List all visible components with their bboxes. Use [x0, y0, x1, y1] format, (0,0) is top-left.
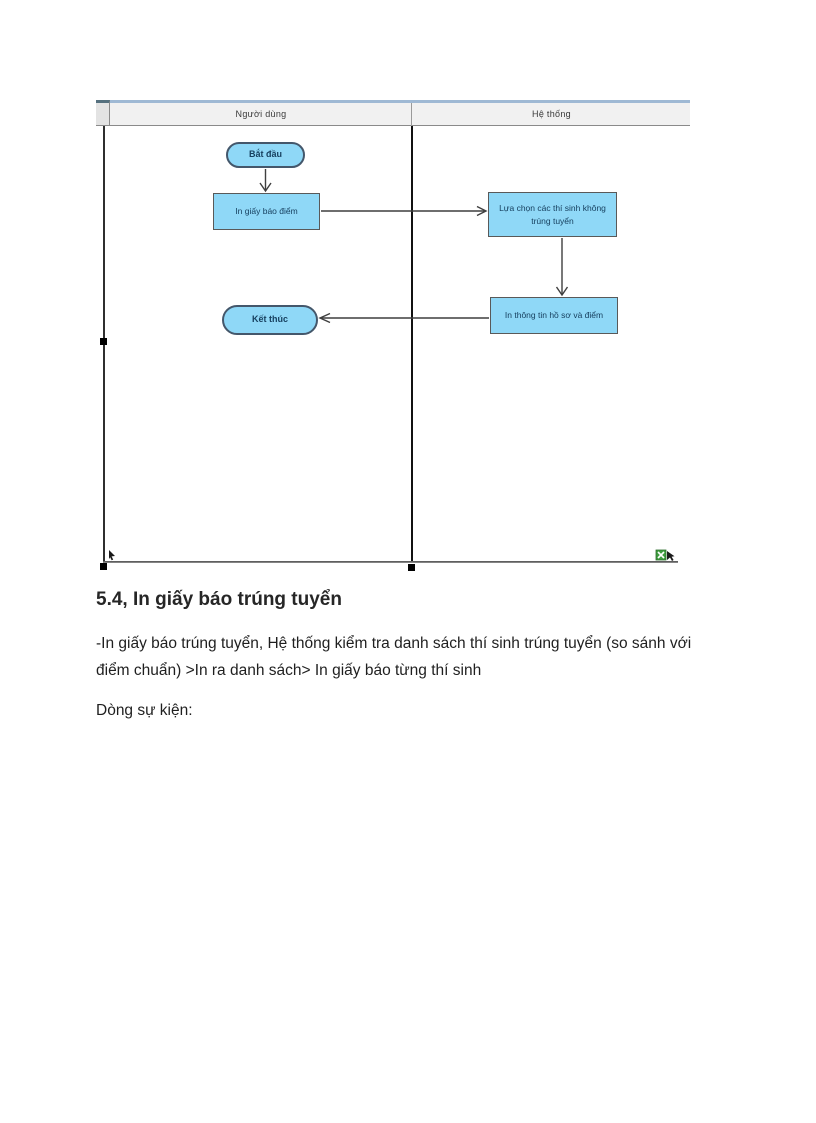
resize-handle-bottom-center[interactable] — [408, 564, 415, 571]
swimlane-header-band — [96, 100, 690, 126]
node-start: Bắt đầu — [226, 142, 305, 168]
edge-print-to-select-arrow — [321, 205, 488, 217]
node-select-not-admitted: Lựa chọn các thí sinh không trúng tuyển — [488, 192, 617, 237]
diagram-bottom-border — [103, 561, 678, 563]
pointer-icon — [109, 550, 115, 561]
diagram-arrows-layer — [259, 169, 569, 324]
lane-label-user: Người dùng — [235, 109, 287, 119]
resize-handle-bottom-left[interactable] — [100, 563, 107, 570]
section-paragraph: -In giấy báo trúng tuyển, Hệ thống kiểm … — [96, 635, 692, 679]
node-print-profile-score: In thông tin hồ sơ và điểm — [490, 297, 618, 334]
activity-diagram[interactable]: Người dùng Hệ thống Bắt đầu In giấy báo … — [0, 0, 816, 580]
lane-header-divider — [411, 103, 412, 126]
resize-handle-left[interactable] — [100, 338, 107, 345]
edge-start-to-print-arrow — [259, 169, 272, 193]
node-end: Kết thúc — [222, 305, 318, 335]
node-print-score-report: In giấy báo điểm — [213, 193, 320, 230]
green-sheet-cursor-icon — [655, 549, 675, 561]
swimlane-corner-cell — [96, 100, 110, 126]
event-flow-label: Dòng sự kiện: — [96, 702, 193, 719]
edge-printinfo-to-end-arrow — [318, 312, 489, 324]
lane-label-system: Hệ thống — [532, 109, 571, 119]
section-heading: 5.4, In giấy báo trúng tuyển — [96, 589, 342, 610]
lane-divider-line — [411, 126, 413, 563]
edge-select-to-printinfo-arrow — [555, 238, 569, 297]
